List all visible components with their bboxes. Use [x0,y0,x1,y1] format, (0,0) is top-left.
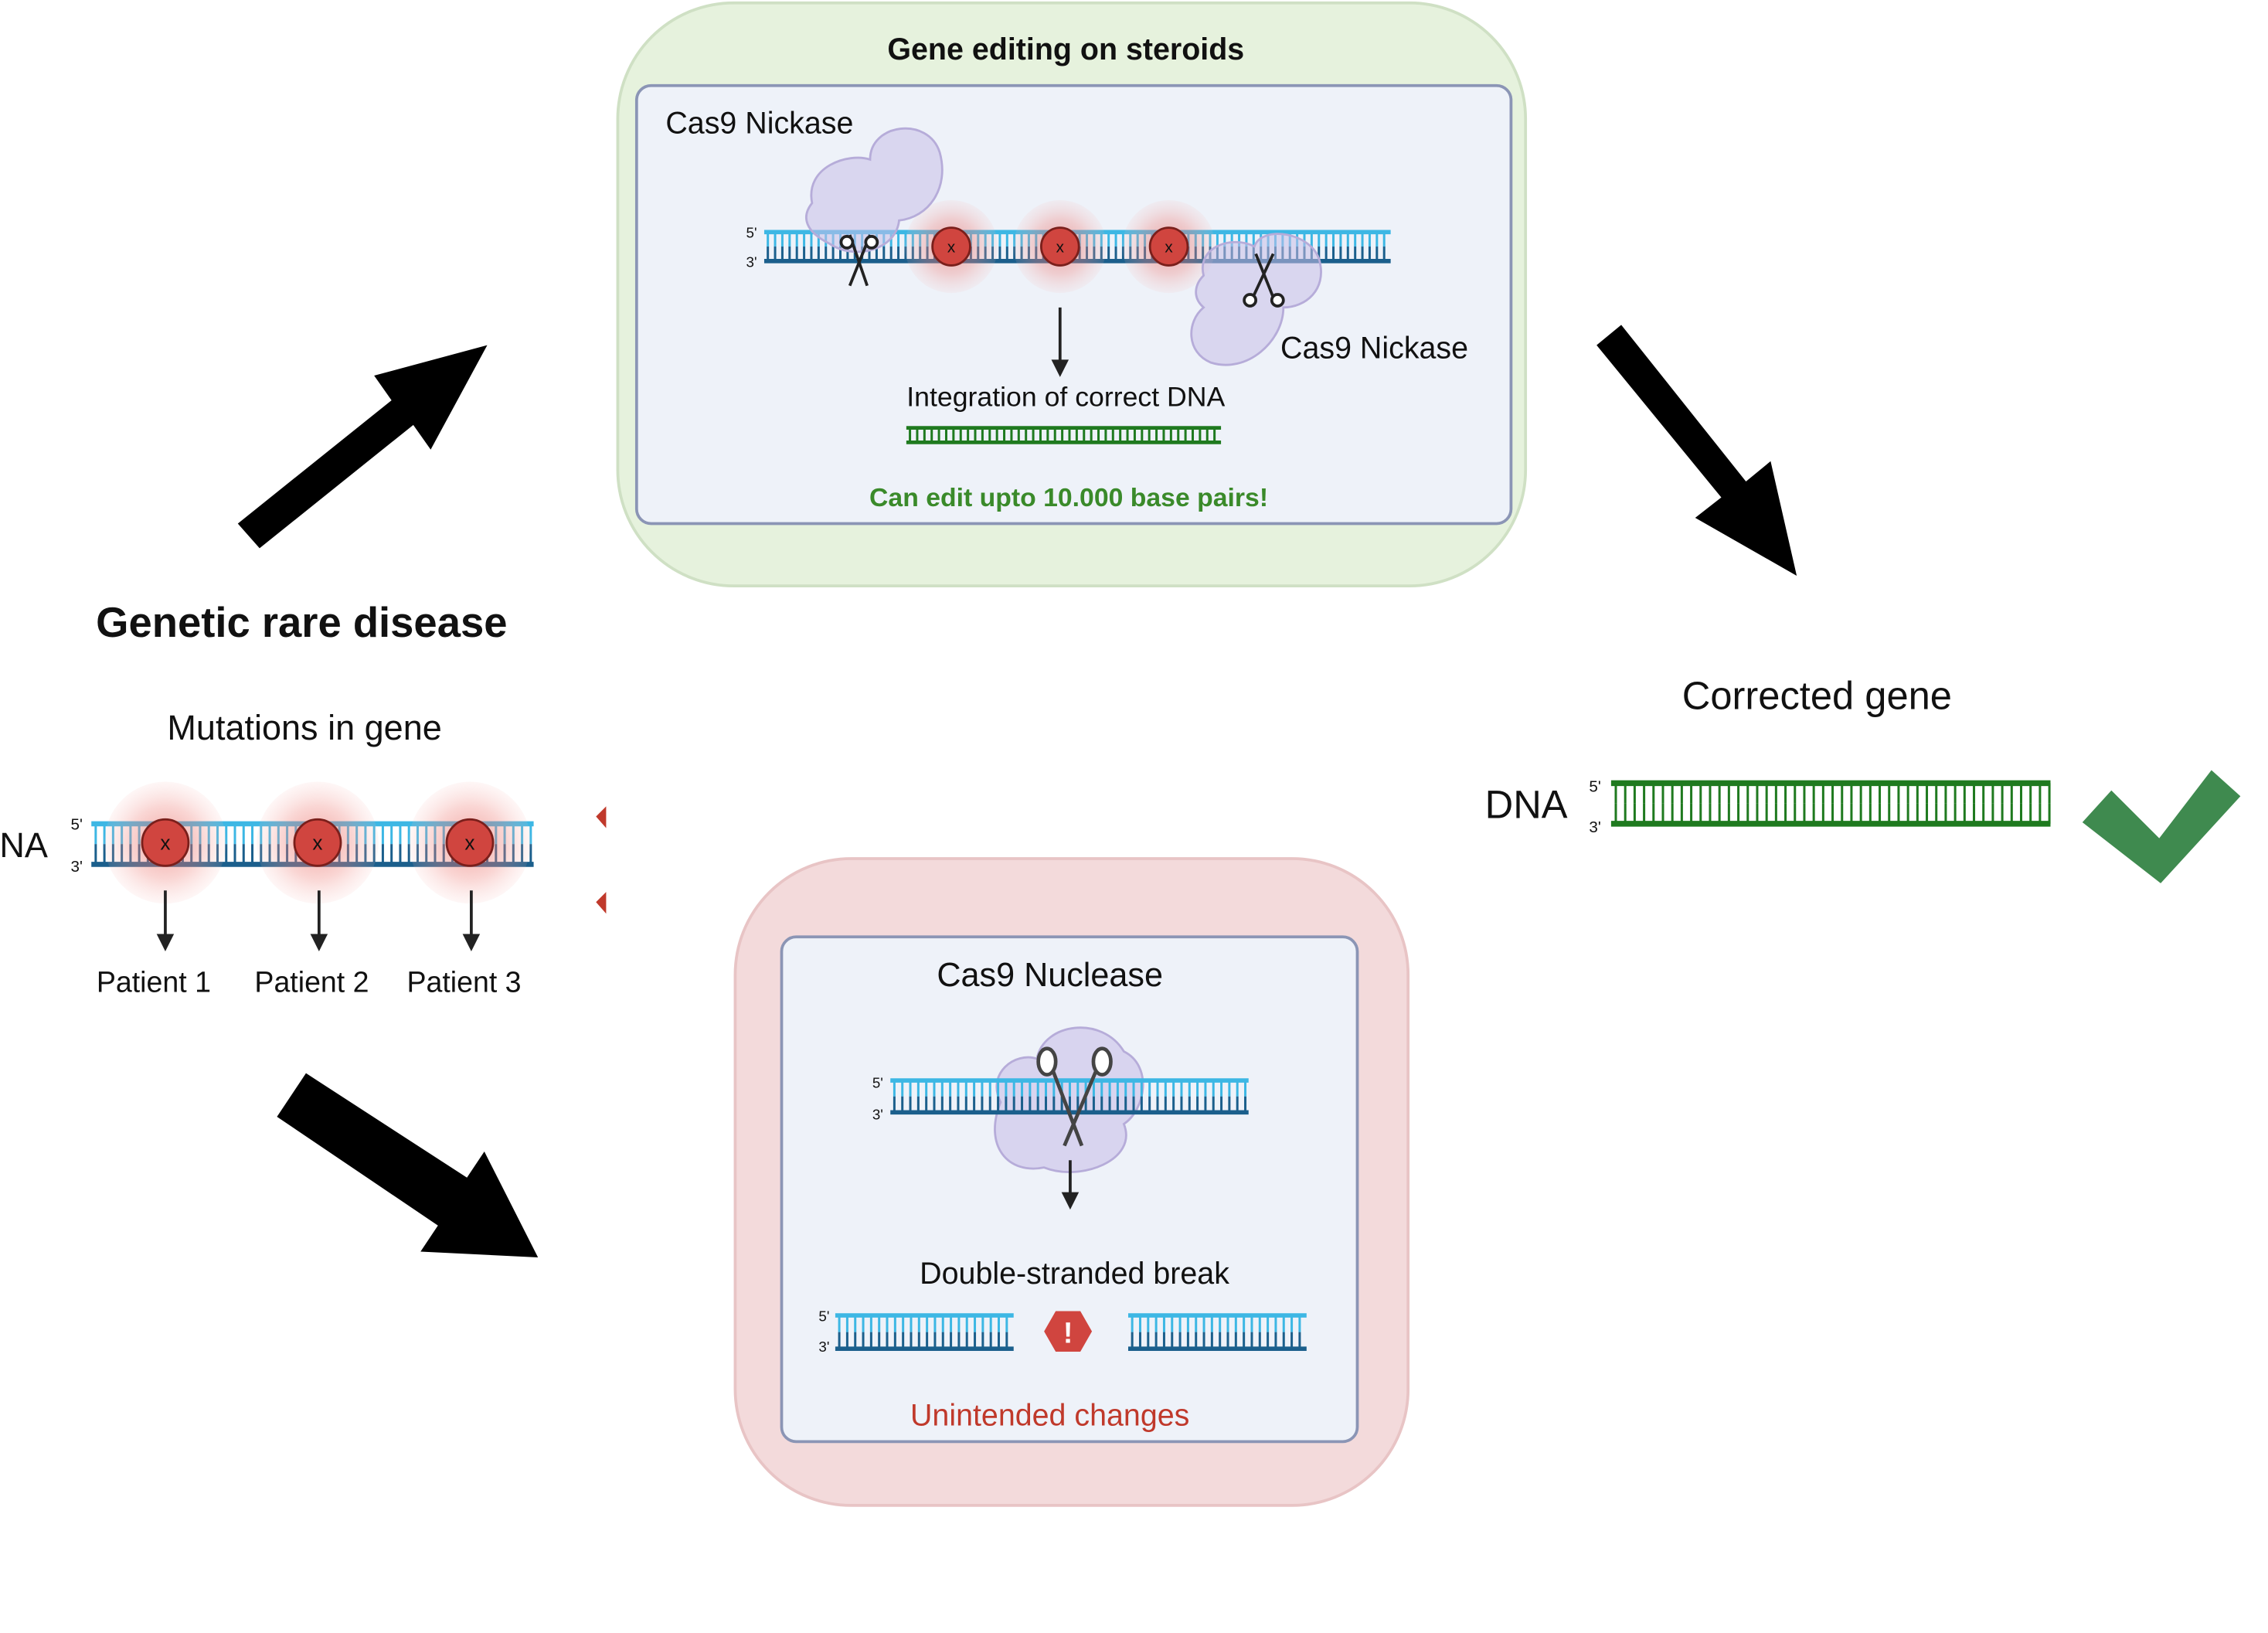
mutations-subtitle: Mutations in gene [167,708,441,747]
right-section: Corrected gene DNA 5' 3' [1485,674,2241,883]
top-mutation-3: x [1122,199,1216,294]
strand-5-label: 5' [746,225,757,241]
strand-5-label: 5' [818,1308,829,1325]
mutation-mark: x [160,832,170,855]
strand-5-label: 5' [872,1074,883,1090]
dna-label-right: DNA [1485,782,1568,826]
integration-label: Integration of correct DNA [906,381,1225,412]
top-inner-box [634,83,1513,526]
corrected-gene-title: Corrected gene [1682,674,1952,718]
nickase-label-left: Cas9 Nickase [665,107,853,141]
patient-3-label: Patient 3 [406,966,521,999]
nuclease-label: Cas9 Nuclease [937,957,1163,994]
strand-3-label: 3' [1589,818,1600,836]
strand-5-label: 5' [1589,778,1600,796]
capacity-note: Can edit upto 10.000 base pairs! [869,483,1268,512]
strand-3-label: 3' [71,858,83,876]
nuclease-dna-strand [890,1078,1249,1115]
scissors-icon [1036,1046,1113,1147]
arrow-down-icon [1061,1160,1080,1210]
nickase-label-right: Cas9 Nickase [1280,332,1468,366]
mutation-mark: x [1165,239,1173,257]
top-mutation-2: x [1013,199,1107,294]
disease-title: Genetic rare disease [96,599,507,646]
clipped-marker [596,892,607,914]
arrow-up-right-icon [237,345,488,549]
top-mutation-1: x [904,199,998,294]
mutation-mark: x [947,239,956,257]
bottom-panel: Cas9 Nuclease 5' 3' Double-stranded brea… [733,857,1410,1507]
clipped-marker [596,806,607,828]
break-label: Double-stranded break [920,1257,1229,1291]
top-panel: Gene editing on steroids Cas9 Nickase Ca… [616,1,1528,588]
arrow-down-right-icon [277,1073,539,1258]
arrow-down-icon [156,890,481,952]
corrected-dna-fragment [906,426,1222,444]
broken-dna-left [835,1313,1014,1352]
strand-5-label: 5' [71,815,83,833]
mutation-patient-2: x [257,781,379,904]
top-panel-title: Gene editing on steroids [887,32,1244,66]
warning-symbol: ! [1063,1317,1073,1349]
unintended-label: Unintended changes [910,1399,1189,1433]
scissors-icon [1243,253,1285,308]
broken-dna-right [1127,1313,1307,1352]
patient-1-label: Patient 1 [97,966,211,999]
checkmark-icon [2082,770,2241,883]
corrected-dna-strand [1610,780,2051,827]
dna-label-left: DNA [0,825,48,865]
strand-3-label: 3' [872,1107,883,1123]
strand-3-label: 3' [818,1339,829,1355]
arrow-down-icon [1051,307,1069,377]
mutation-mark: x [312,832,322,855]
strand-3-label: 3' [746,253,757,270]
mutation-mark: x [464,832,474,855]
arrow-down-right-icon [1596,325,1797,577]
scissors-icon [839,234,879,287]
mutation-patient-3: x [409,781,531,904]
left-section: Genetic rare disease Mutations in gene D… [0,599,607,999]
mutation-patient-1: x [104,781,226,904]
warning-icon: ! [1044,1311,1093,1352]
mutation-mark: x [1056,239,1065,257]
patient-2-label: Patient 2 [254,966,369,999]
nickase-protein-left [804,127,944,253]
